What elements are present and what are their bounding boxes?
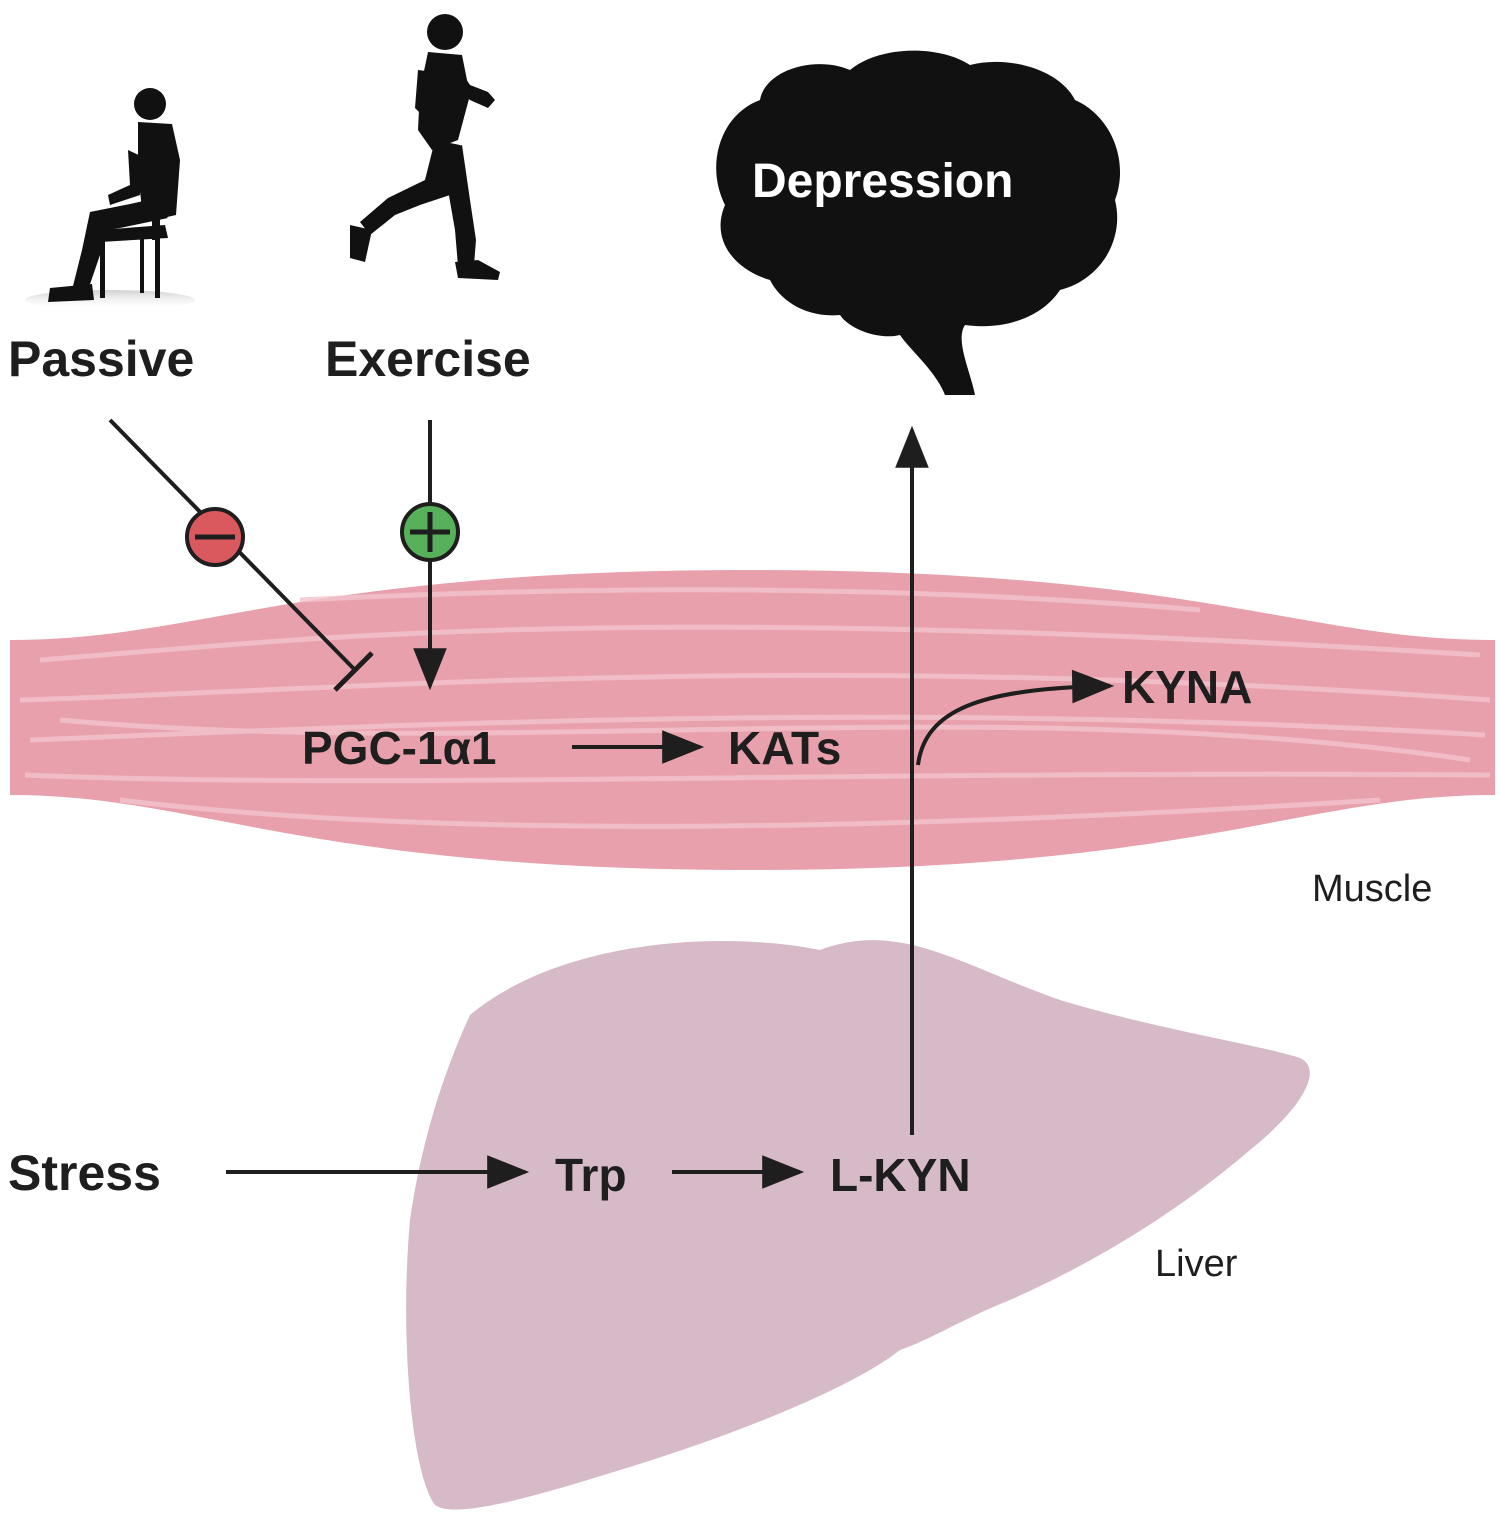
to-kyna-arrow: [916, 669, 1115, 766]
lkyn-label: L-KYN: [830, 1149, 971, 1201]
kyna-label: KYNA: [1122, 661, 1253, 713]
depression-label: Depression: [752, 155, 1014, 208]
muscle-stripes: [19, 587, 1491, 829]
connectors: [108, 418, 1115, 1189]
plus-circle-icon: [400, 502, 460, 562]
passive-inhibit-bar: [333, 651, 374, 692]
brain-icon: [716, 50, 1121, 395]
sitting-person-icon: [25, 88, 195, 310]
muscle-label: Muscle: [1312, 868, 1433, 910]
liver-shape: [406, 940, 1310, 1510]
kats-label: KATs: [728, 722, 842, 774]
minus-circle-icon: [185, 507, 245, 567]
trp-label: Trp: [555, 1149, 627, 1201]
exercise-label: Exercise: [325, 331, 531, 387]
muscle-tissue: [10, 570, 1495, 870]
pgc-label: PGC-1α1: [302, 722, 497, 774]
liver-label: Liver: [1155, 1243, 1238, 1285]
passive-label: Passive: [8, 331, 195, 387]
stress-label: Stress: [8, 1145, 161, 1201]
running-person-icon: [350, 14, 500, 280]
